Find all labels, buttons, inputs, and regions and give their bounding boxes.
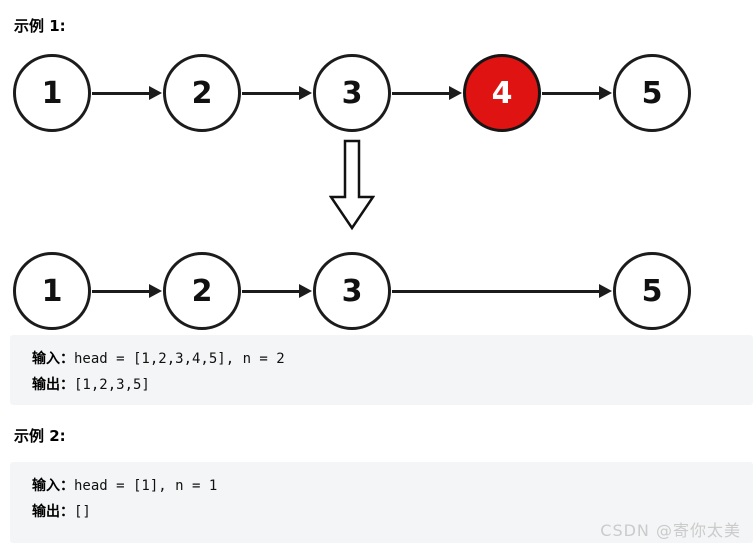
output-code: [] (74, 504, 91, 520)
output-code: [1,2,3,5] (74, 377, 150, 393)
list-node: 5 (613, 252, 691, 330)
list-node: 5 (613, 54, 691, 132)
example1-io-block: 输入：head = [1,2,3,4,5], n = 2 输出：[1,2,3,5… (10, 335, 753, 405)
list-node: 2 (163, 252, 241, 330)
arrow-shaft (242, 91, 299, 95)
arrow-head-icon (599, 86, 612, 100)
link-arrow-long (392, 284, 612, 298)
arrow-head-icon (149, 86, 162, 100)
arrow-shaft (92, 91, 149, 95)
down-arrow-icon (329, 139, 375, 231)
example2-heading: 示例 2: (14, 427, 66, 445)
input-label: 输入： (32, 478, 74, 494)
input-line: 输入：head = [1], n = 1 (32, 473, 753, 499)
link-arrow (242, 284, 312, 298)
input-label: 输入： (32, 351, 74, 367)
list-node: 3 (313, 54, 391, 132)
list-node: 2 (163, 54, 241, 132)
output-label: 输出： (32, 377, 74, 393)
arrow-head-icon (149, 284, 162, 298)
link-arrow (392, 86, 462, 100)
list-node-highlighted: 4 (463, 54, 541, 132)
list-node: 1 (13, 252, 91, 330)
list-node: 1 (13, 54, 91, 132)
arrow-head-icon (299, 86, 312, 100)
input-line: 输入：head = [1,2,3,4,5], n = 2 (32, 346, 753, 372)
example2-io-block: 输入：head = [1], n = 1 输出：[] (10, 462, 753, 543)
example1-heading: 示例 1: (14, 17, 66, 35)
input-code: head = [1,2,3,4,5], n = 2 (74, 351, 285, 367)
arrow-head-icon (299, 284, 312, 298)
arrow-shaft (242, 289, 299, 293)
arrow-shaft (392, 289, 599, 293)
csdn-watermark: CSDN @寄你太美 (600, 521, 741, 540)
link-arrow (242, 86, 312, 100)
list-node: 3 (313, 252, 391, 330)
arrow-shaft (392, 91, 449, 95)
link-arrow (92, 86, 162, 100)
link-arrow (542, 86, 612, 100)
arrow-shaft (92, 289, 149, 293)
output-line: 输出：[1,2,3,5] (32, 372, 753, 398)
link-arrow (92, 284, 162, 298)
input-code: head = [1], n = 1 (74, 478, 218, 494)
arrow-shaft (542, 91, 599, 95)
arrow-head-icon (449, 86, 462, 100)
arrow-head-icon (599, 284, 612, 298)
output-label: 输出： (32, 504, 74, 520)
output-line: 输出：[] (32, 499, 753, 525)
